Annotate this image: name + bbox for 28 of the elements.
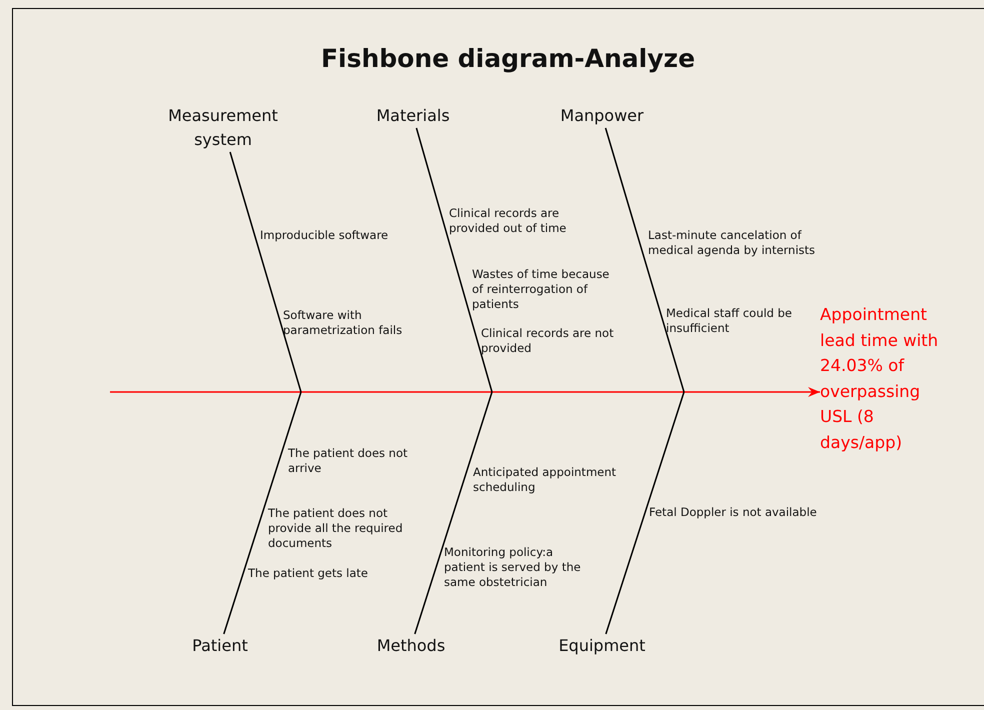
cause-text: Anticipated appointment scheduling — [473, 465, 618, 495]
title: Fishbone diagram-Analyze — [320, 44, 696, 73]
cause-text: Clinical records are not provided — [481, 326, 615, 356]
bone-line — [414, 392, 493, 634]
cause-text: Last-minute cancelation of medical agenda by internists — [648, 228, 816, 258]
bone-line — [604, 128, 685, 392]
cause-text: Software with parametrization fails — [283, 308, 404, 338]
effect-text: Appointment lead time with 24.03% of overpassing USL (8 days/app) — [820, 302, 942, 456]
category-label: Methods — [356, 634, 466, 658]
bone-line — [416, 128, 493, 392]
category-label: Materials — [358, 104, 468, 128]
bone-line — [229, 152, 302, 392]
cause-text: Monitoring policy:a patient is served by the same obstetrician — [444, 545, 582, 590]
spine-arrow — [110, 387, 820, 397]
bone-line — [605, 392, 685, 634]
cause-text: The patient gets late — [248, 566, 369, 581]
cause-text: Medical staff could be insufficient — [666, 306, 794, 336]
cause-text: Fetal Doppler is not available — [649, 505, 818, 520]
category-label: Measurement system — [160, 104, 286, 152]
category-label: Equipment — [546, 634, 658, 658]
cause-text: Clinical records are provided out of time — [449, 206, 568, 236]
cause-text: Wastes of time because of reinterrogation of patients — [472, 267, 610, 312]
bone-line — [223, 392, 302, 634]
cause-text: The patient does not arrive — [288, 446, 409, 476]
category-label: Manpower — [546, 104, 658, 128]
cause-text: Improducible software — [260, 228, 390, 243]
cause-text: The patient does not provide all the required documents — [268, 506, 404, 551]
category-label: Patient — [170, 634, 270, 658]
